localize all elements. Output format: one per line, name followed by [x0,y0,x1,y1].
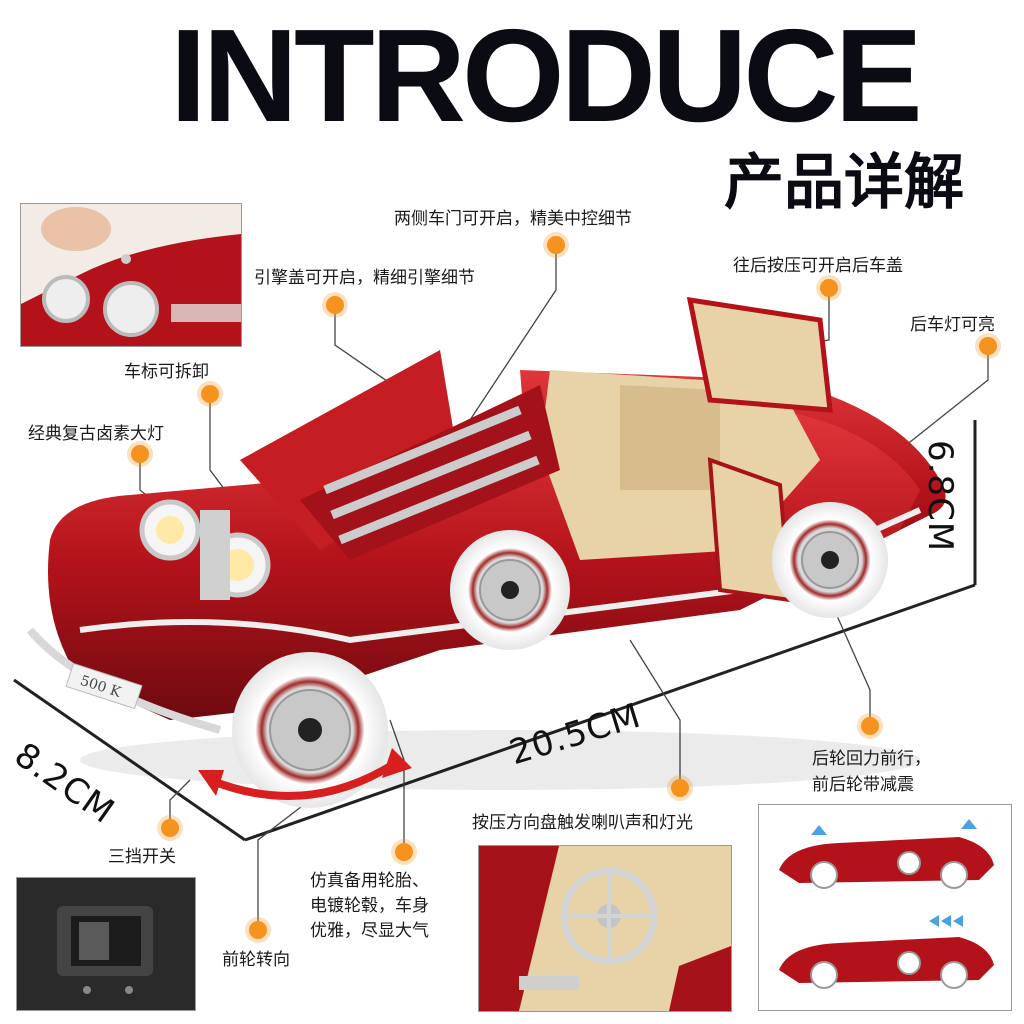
feature-headlight-label: 经典复古卤素大灯 [28,424,164,444]
feature-rearwheel-label-1: 后轮回力前行， [812,749,931,769]
feature-switch-label: 三挡开关 [108,847,176,867]
inset-badge-closeup [20,203,242,347]
feature-badge-label: 车标可拆卸 [124,362,209,382]
page-subtitle: 产品详解 [724,148,964,218]
feature-taillight-dot [979,337,997,355]
feature-taillight-label: 后车灯可亮 [910,315,995,335]
feature-spare-label-3: 优雅，尽显大气 [310,921,429,941]
feature-spare-label-2: 电镀轮毂，车身 [310,896,429,916]
feature-hood-dot [326,296,344,314]
feature-horn-dot [671,779,689,797]
feature-rearwheel-dot [861,717,879,735]
feature-trunk-label: 往后按压可开启后车盖 [733,256,903,276]
inset-pullback-demo [758,804,1012,1011]
feature-steering-dot [249,921,267,939]
feature-hood-label: 引擎盖可开启，精细引擎细节 [254,268,475,288]
car-illustration: 500 K [26,296,946,808]
feature-badge-dot [201,385,219,403]
inset-steering-closeup [478,845,732,1012]
feature-steering-label: 前轮转向 [222,950,290,970]
dimension-height: 6.8CM [920,440,960,553]
feature-rearwheel-label-2: 前后轮带减震 [812,775,914,795]
page-title: INTRODUCE [170,2,923,149]
feature-horn-label: 按压方向盘触发喇叭声和灯光 [472,813,693,833]
feature-doors-dot [547,236,565,254]
feature-headlight-dot [131,445,149,463]
inset-switch-closeup [16,877,196,1011]
feature-trunk-dot [820,279,838,297]
feature-spare-label-1: 仿真备用轮胎、 [310,871,429,891]
feature-doors-label: 两侧车门可开启，精美中控细节 [394,209,632,229]
feature-spare-dot [395,843,413,861]
feature-switch-dot [161,819,179,837]
